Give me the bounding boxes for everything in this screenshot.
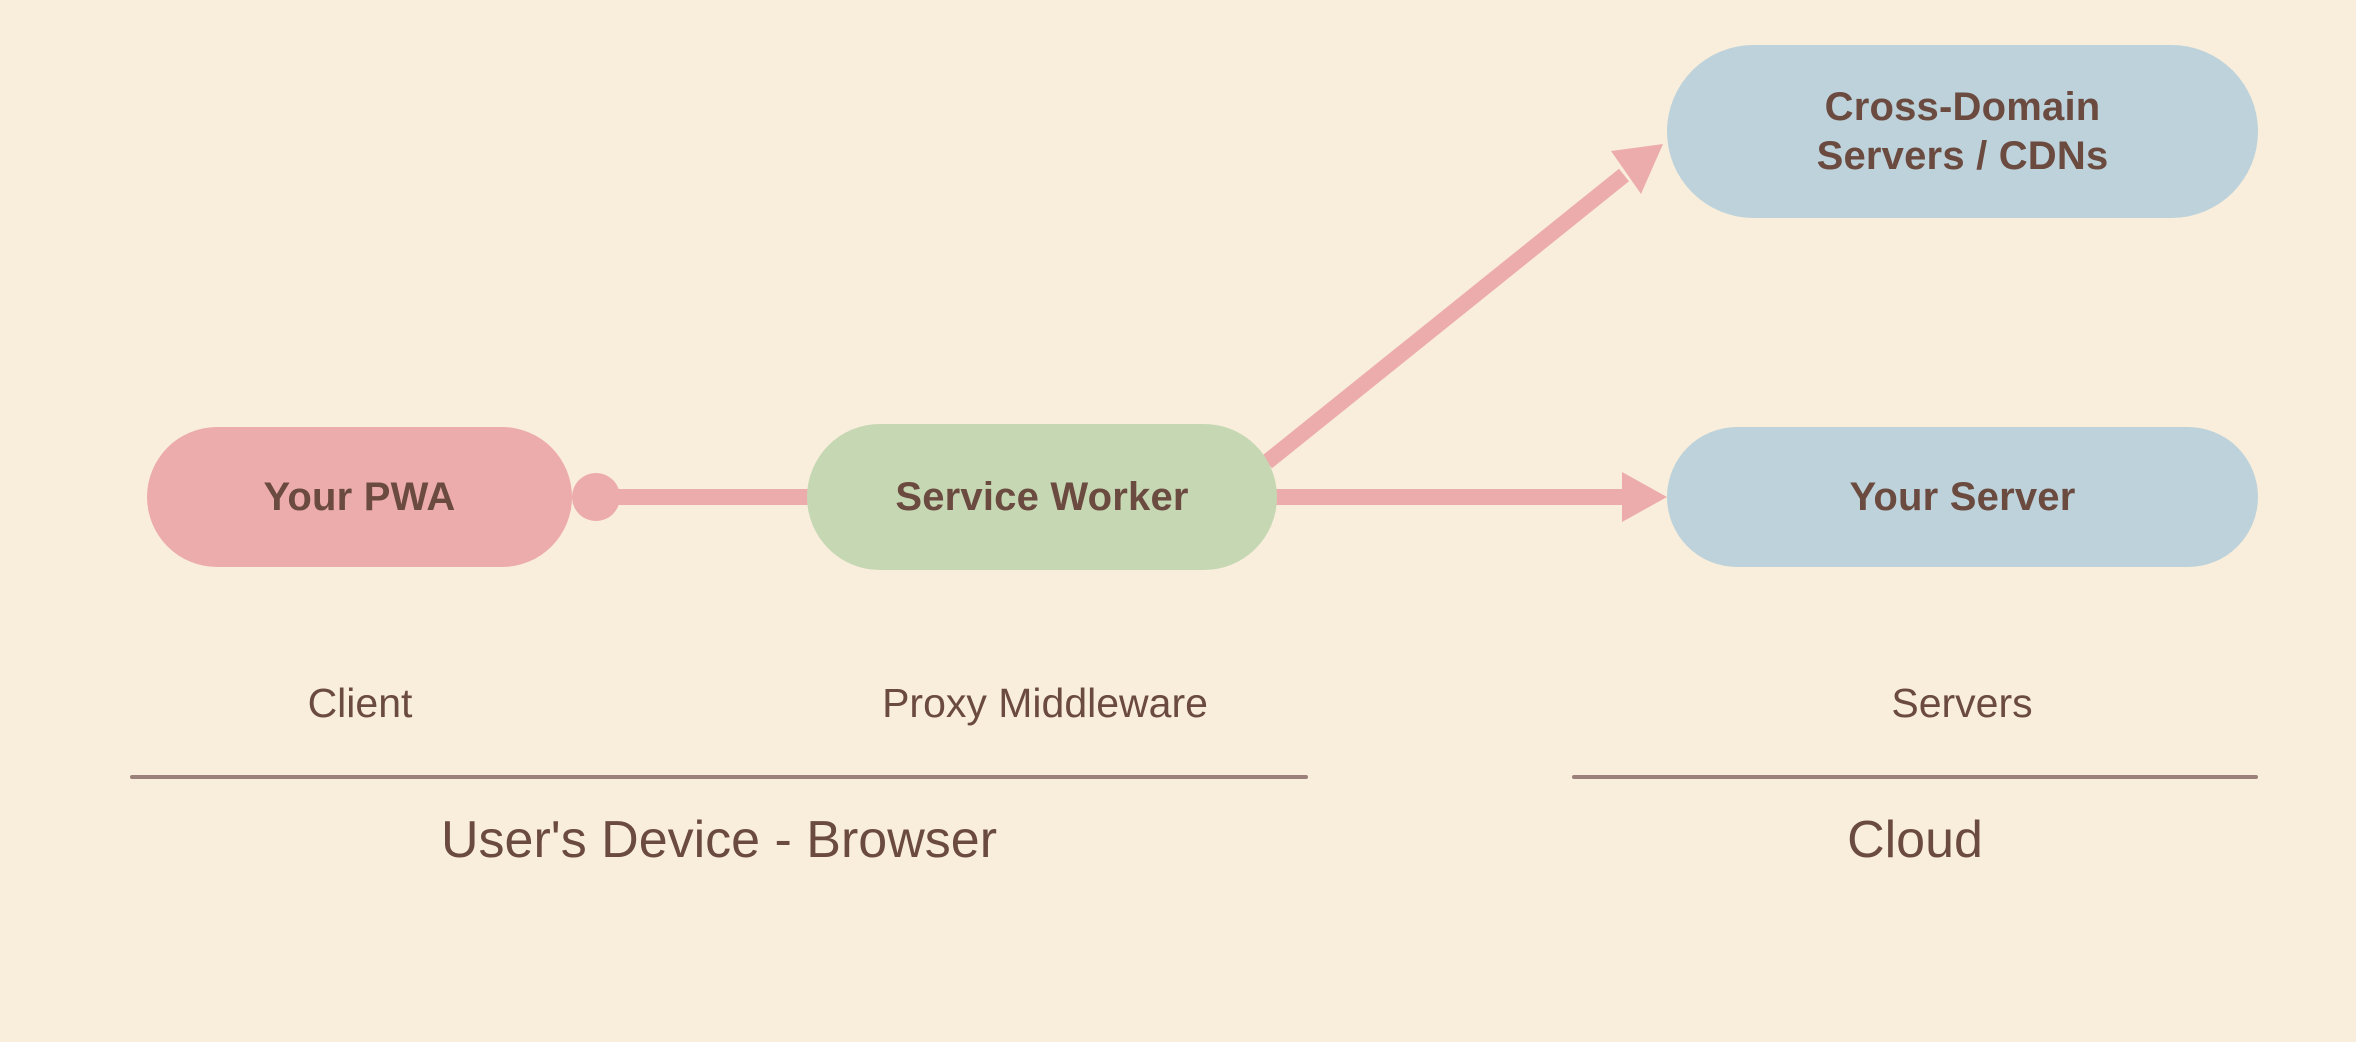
node-cross-domain-servers-cdns-label: Cross-Domain Servers / CDNs <box>1817 83 2109 181</box>
node-your-server-label: Your Server <box>1849 474 2076 519</box>
group-title-cloud: Cloud <box>1847 811 1983 869</box>
node-your-pwa-label: Your PWA <box>263 474 456 519</box>
edge-sw-to-cdn <box>1261 144 1663 469</box>
node-your-server[interactable]: Your Server <box>1667 427 2258 567</box>
edge-start-circle-marker <box>572 473 620 521</box>
node-your-pwa[interactable]: Your PWA <box>147 427 572 567</box>
group-divider-device <box>130 775 1308 779</box>
node-service-worker-label: Service Worker <box>895 474 1189 519</box>
edge-pwa-to-sw <box>572 473 812 521</box>
edge-arrowhead-sw-to-server <box>1622 472 1667 522</box>
edge-line-sw-to-cdn <box>1261 168 1630 469</box>
edge-arrowhead-sw-to-cdn <box>1611 144 1663 194</box>
node-cdn-label-line1: Cross-Domain <box>1824 84 2101 129</box>
zone-label-proxy-middleware: Proxy Middleware <box>882 680 1208 726</box>
zone-label-servers: Servers <box>1891 680 2033 726</box>
edge-sw-to-server <box>1275 472 1667 522</box>
node-service-worker[interactable]: Service Worker <box>807 424 1277 570</box>
group-divider-cloud <box>1572 775 2258 779</box>
node-cdn-label-line2: Servers / CDNs <box>1816 133 2109 178</box>
node-cross-domain-servers-cdns[interactable]: Cross-Domain Servers / CDNs <box>1667 45 2258 218</box>
zone-label-client: Client <box>307 680 413 726</box>
group-title-users-device-browser: User's Device - Browser <box>440 811 998 869</box>
